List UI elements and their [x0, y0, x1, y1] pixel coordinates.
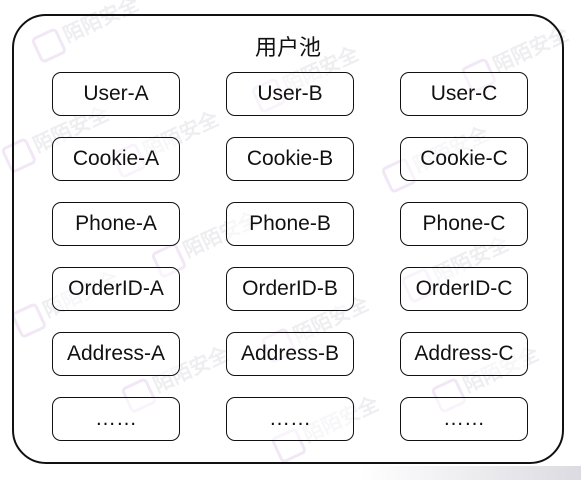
node-phone-a: Phone-A: [52, 202, 180, 246]
node-address-b: Address-B: [226, 332, 354, 376]
node-orderid-a: OrderID-A: [52, 267, 180, 311]
node-orderid-c: OrderID-C: [400, 267, 528, 311]
node-cookie-b: Cookie-B: [226, 137, 354, 181]
node-user-b: User-B: [226, 72, 354, 116]
bottom-edge-strip: [360, 466, 581, 480]
node-ellipsis-b: ……: [226, 397, 354, 441]
node-orderid-b: OrderID-B: [226, 267, 354, 311]
node-cookie-c: Cookie-C: [400, 137, 528, 181]
node-cookie-a: Cookie-A: [52, 137, 180, 181]
node-ellipsis-a: ……: [52, 397, 180, 441]
node-phone-c: Phone-C: [400, 202, 528, 246]
node-grid: User-A User-B User-C Cookie-A Cookie-B C…: [52, 72, 532, 441]
node-address-c: Address-C: [400, 332, 528, 376]
pool-title: 用户池: [254, 36, 321, 61]
node-ellipsis-c: ……: [400, 397, 528, 441]
user-pool-container: 用户池 User-A User-B User-C Cookie-A Cookie…: [12, 14, 564, 464]
node-user-a: User-A: [52, 72, 180, 116]
node-phone-b: Phone-B: [226, 202, 354, 246]
node-address-a: Address-A: [52, 332, 180, 376]
node-user-c: User-C: [400, 72, 528, 116]
